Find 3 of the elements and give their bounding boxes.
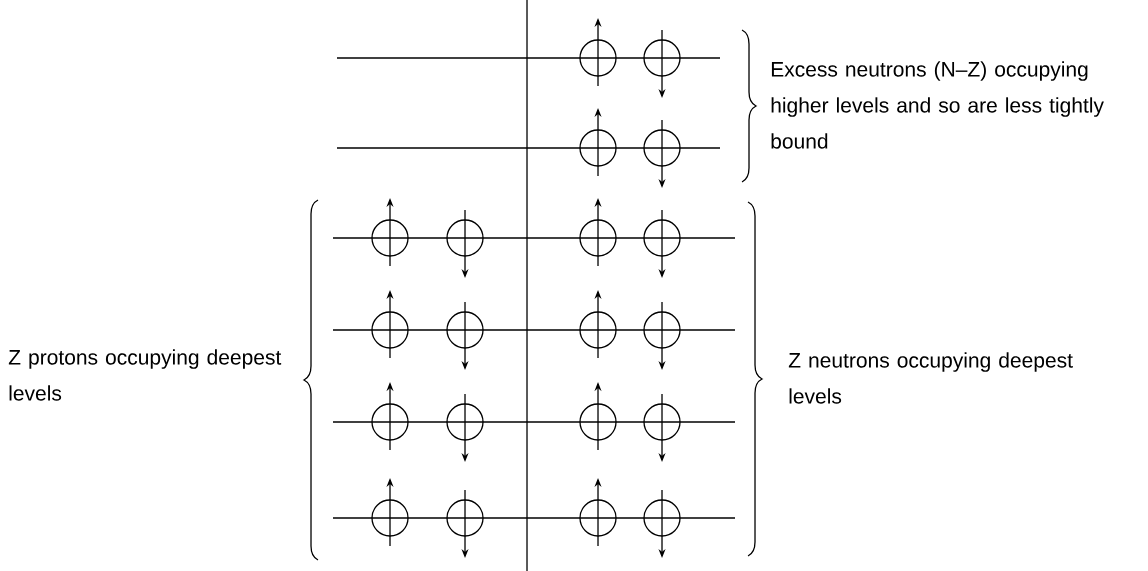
annotation-text: Excess neutrons (N–Z) occupying higher levels and so are less tightly bound xyxy=(771,61,1104,149)
annotation-text: Z neutrons occupying deepest levels xyxy=(788,352,1073,404)
annotation-text: Z protons occupying deepest levels xyxy=(8,349,282,401)
